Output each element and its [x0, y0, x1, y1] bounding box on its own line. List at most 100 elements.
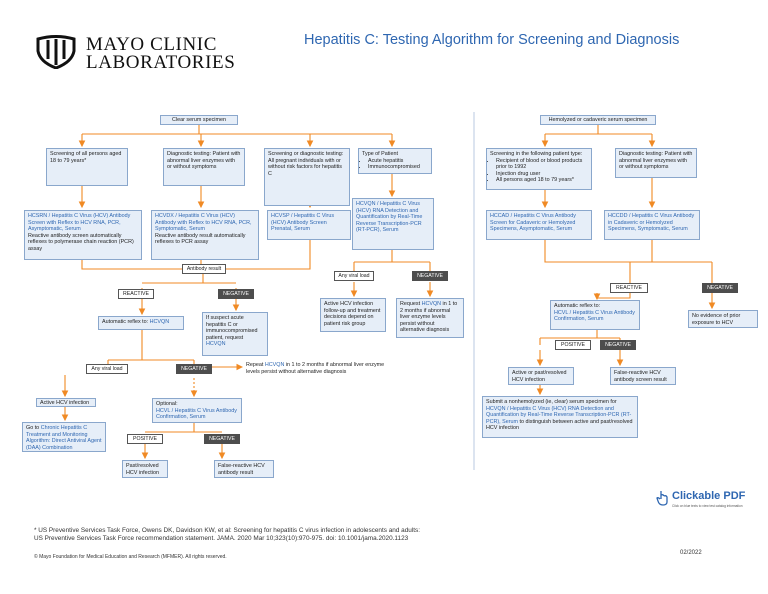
- footnote: * US Preventive Services Task Force, Owe…: [34, 527, 420, 543]
- entry-screening-all-text: Screening of all persons aged 18 to 79 y…: [50, 151, 122, 164]
- negative-label-3: NEGATIVE: [204, 434, 240, 444]
- auto-reflex-prefix: Automatic reflex to:: [102, 319, 150, 325]
- entry-pregnant: Screening or diagnostic testing: All pre…: [264, 148, 350, 206]
- reactive-label-right: REACTIVE: [610, 283, 648, 293]
- hccdd-link[interactable]: HCCDD / Hepatitis C Virus Antibody in Ca…: [608, 213, 695, 233]
- go-to-prefix: Go to: [26, 425, 41, 431]
- negative-label-hcvqn: NEGATIVE: [412, 271, 448, 281]
- type-item: Immunocompromised: [368, 164, 428, 171]
- submit-prefix: Submit a nonhemolyzed (ie, clear) serum …: [486, 399, 617, 405]
- repeat-hcvqn-link[interactable]: HCVQN: [264, 362, 285, 368]
- optional-hcvl: Optional: HCVL / Hepatitis C Virus Antib…: [152, 398, 242, 423]
- test-hccad: HCCAD / Hepatitis C Virus Antibody Scree…: [486, 210, 592, 240]
- entry-pregnant-text: Screening or diagnostic testing: All pre…: [268, 151, 344, 177]
- type-item: Acute hepatitis: [368, 158, 428, 165]
- false-reactive-screen-text: False-reactive HCV antibody screen resul…: [614, 370, 667, 383]
- pointer-hand-icon: [656, 491, 668, 506]
- if-suspect-acute: If suspect acute hepatitis C or immunoco…: [202, 312, 268, 356]
- auto-reflex-hcvqn: Automatic reflex to: HCVQN: [98, 316, 184, 330]
- any-viral-load-label-2: Any viral load: [86, 364, 128, 374]
- auto-reflex-hcvl-label: Automatic reflex to:: [554, 303, 601, 309]
- submit-suffix: to distinguish between active and past/r…: [486, 418, 633, 432]
- test-hcvsp: HCVSP / Hepatitis C Virus (HCV) Antibody…: [267, 210, 351, 240]
- negative-label-right: NEGATIVE: [702, 283, 738, 293]
- clickable-pdf-sub: Click on blue texts to view test catalog…: [672, 504, 743, 508]
- active-or-past-text: Active or past/resolved HCV infection: [512, 370, 567, 383]
- repeat-suffix: in 1 to 2 months if abnormal liver enzym…: [246, 362, 385, 375]
- submit-nonhemolyzed: Submit a nonhemolyzed (ie, clear) serum …: [482, 396, 638, 438]
- hcsrn-link[interactable]: HCSRN / Hepatitis C Virus (HCV) Antibody…: [28, 213, 131, 233]
- repeat-prefix: Repeat: [246, 362, 265, 368]
- antibody-result-label: Antibody result: [182, 264, 226, 274]
- submit-hcvqn-link[interactable]: HCVQN / Hepatitis C Virus (HCV) RNA Dete…: [486, 405, 632, 425]
- request-prefix: Request: [400, 301, 422, 307]
- reactive-label: REACTIVE: [118, 289, 154, 299]
- active-hcv-followup-text: Active HCV infection follow-up and treat…: [324, 301, 381, 327]
- go-to-daa: Go to Chronic Hepatitis C Treatment and …: [22, 422, 106, 452]
- start-hemolyzed-label: Hemolyzed or cadaveric serum specimen: [548, 117, 648, 123]
- hcvdx-link[interactable]: HCVDX / Hepatitis C Virus (HCV) Antibody…: [155, 213, 252, 233]
- mayo-shield-icon: [36, 35, 76, 69]
- test-hcvqn: HCVQN / Hepatitis C Virus (HCV) RNA Dete…: [352, 198, 434, 250]
- entry-screening-types: Screening in the following patient type:…: [486, 148, 592, 190]
- negative-label-2: NEGATIVE: [176, 364, 212, 374]
- page-title: Hepatitis C: Testing Algorithm for Scree…: [304, 32, 680, 48]
- negative-label: NEGATIVE: [218, 289, 254, 299]
- positive-label: POSITIVE: [127, 434, 163, 444]
- hcvqn-link[interactable]: HCVQN / Hepatitis C Virus (HCV) RNA Dete…: [356, 201, 423, 234]
- entry-type-of-patient: Type of Patient Acute hepatitis Immunoco…: [358, 148, 432, 174]
- start-clear-serum-label: Clear serum specimen: [172, 117, 226, 123]
- optional-label: Optional:: [156, 401, 178, 407]
- request-hcvqn-link[interactable]: HCVQN: [421, 301, 442, 307]
- footnote-line-2: US Preventive Services Task Force recomm…: [34, 535, 409, 542]
- hcvdx-note: Reactive antibody result automatically r…: [155, 232, 246, 246]
- mayo-logo: MAYO CLINIC LABORATORIES: [34, 35, 244, 75]
- no-evidence: No evidence of prior exposure to HCV: [688, 310, 758, 328]
- active-or-past: Active or past/resolved HCV infection: [508, 367, 574, 385]
- active-hcv-infection: Active HCV infection: [36, 398, 96, 407]
- active-hcv-infection-text: Active HCV infection: [40, 400, 90, 406]
- auto-reflex-hcvl: Automatic reflex to: HCVL / Hepatitis C …: [550, 300, 640, 330]
- daa-algorithm-link[interactable]: Chronic Hepatitis C Treatment and Monito…: [26, 425, 102, 451]
- negative-label-right-2: NEGATIVE: [600, 340, 636, 350]
- auto-reflex-hcvl-link[interactable]: HCVL / Hepatitis C Virus Antibody Confir…: [554, 309, 635, 323]
- entry-diagnostic-right-text: Diagnostic testing: Patient with abnorma…: [619, 151, 693, 171]
- logo-line-1: MAYO CLINIC: [86, 34, 217, 55]
- hcsrn-note: Reactive antibody screen automatically r…: [28, 232, 134, 252]
- type-of-patient-title: Type of Patient: [362, 151, 398, 157]
- if-suspect-hcvqn-link[interactable]: HCVQN: [206, 341, 226, 348]
- false-reactive-hcv: False-reactive HCV antibody result: [214, 460, 274, 478]
- no-evidence-text: No evidence of prior exposure to HCV: [692, 313, 741, 326]
- test-hcsrn: HCSRN / Hepatitis C Virus (HCV) Antibody…: [24, 210, 142, 260]
- test-hcvdx: HCVDX / Hepatitis C Virus (HCV) Antibody…: [151, 210, 259, 260]
- positive-label-right: POSITIVE: [555, 340, 591, 350]
- revision-date: 02/2022: [680, 550, 702, 556]
- false-reactive-text: False-reactive HCV antibody result: [218, 463, 265, 476]
- any-viral-load-label: Any viral load: [334, 271, 374, 281]
- auto-reflex-hcvqn-link[interactable]: HCVQN: [149, 319, 170, 325]
- clickable-pdf-badge[interactable]: Clickable PDF Click on blue texts to vie…: [656, 490, 756, 512]
- start-clear-serum: Clear serum specimen: [160, 115, 238, 125]
- entry-screening-all: Screening of all persons aged 18 to 79 y…: [46, 148, 128, 186]
- clickable-pdf-label: Clickable PDF: [672, 490, 746, 502]
- entry-diagnostic: Diagnostic testing: Patient with abnorma…: [163, 148, 245, 186]
- past-resolved-text: Past/resolved HCV infection: [126, 463, 159, 476]
- optional-hcvl-link[interactable]: HCVL / Hepatitis C Virus Antibody Confir…: [156, 407, 237, 421]
- false-reactive-screen: False-reactive HCV antibody screen resul…: [610, 367, 676, 385]
- screening-type-item: Injection drug user: [496, 171, 588, 178]
- active-hcv-followup: Active HCV infection follow-up and treat…: [320, 298, 386, 332]
- repeat-hcvqn-note: Repeat HCVQN in 1 to 2 months if abnorma…: [246, 362, 396, 375]
- hcvsp-link[interactable]: HCVSP / Hepatitis C Virus (HCV) Antibody…: [271, 213, 335, 233]
- hccad-link[interactable]: HCCAD / Hepatitis C Virus Antibody Scree…: [490, 213, 576, 233]
- request-suffix: in 1 to 2 months if abnormal liver enzym…: [400, 301, 458, 334]
- logo-line-2: LABORATORIES: [86, 52, 236, 73]
- test-hccdd: HCCDD / Hepatitis C Virus Antibody in Ca…: [604, 210, 700, 240]
- entry-diagnostic-text: Diagnostic testing: Patient with abnorma…: [167, 151, 241, 171]
- screening-types-title: Screening in the following patient type:: [490, 151, 583, 157]
- screening-type-item: Recipient of blood or blood products pri…: [496, 158, 588, 171]
- start-hemolyzed: Hemolyzed or cadaveric serum specimen: [540, 115, 656, 125]
- request-hcvqn: Request HCVQN in 1 to 2 months if abnorm…: [396, 298, 464, 338]
- if-suspect-prefix: If suspect acute hepatitis C or immunoco…: [206, 315, 258, 341]
- past-resolved-hcv: Past/resolved HCV infection: [122, 460, 168, 478]
